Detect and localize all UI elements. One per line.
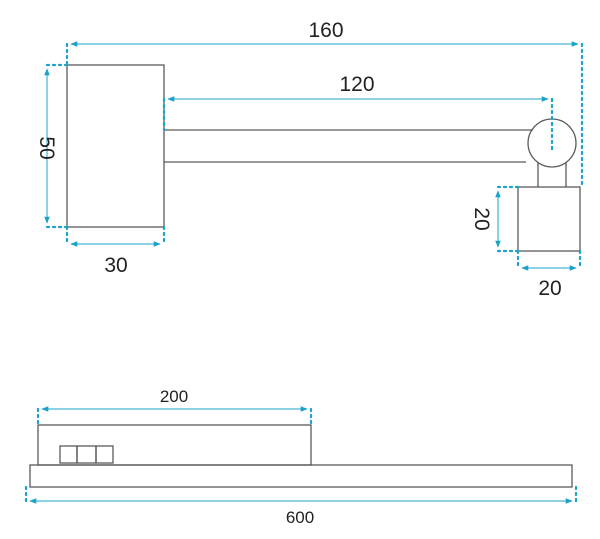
label-head-width: 20 xyxy=(538,277,561,300)
label-housing-length: 200 xyxy=(160,387,188,406)
top-view: 200 600 xyxy=(24,387,578,527)
label-bar-length: 600 xyxy=(286,508,314,527)
switch-button xyxy=(59,445,78,464)
label-arm-length: 120 xyxy=(339,73,374,96)
wall-base-block xyxy=(66,64,165,228)
label-base-height: 50 xyxy=(35,136,58,159)
side-view: 160 120 50 30 20 20 xyxy=(35,19,584,300)
label-overall-width: 160 xyxy=(308,19,343,42)
mounting-housing xyxy=(37,424,312,466)
switch-button xyxy=(95,445,114,464)
lamp-head xyxy=(517,186,581,252)
label-head-height: 20 xyxy=(470,207,493,230)
switch-button xyxy=(76,445,97,464)
light-bar xyxy=(29,464,573,488)
label-base-width: 30 xyxy=(104,254,127,277)
